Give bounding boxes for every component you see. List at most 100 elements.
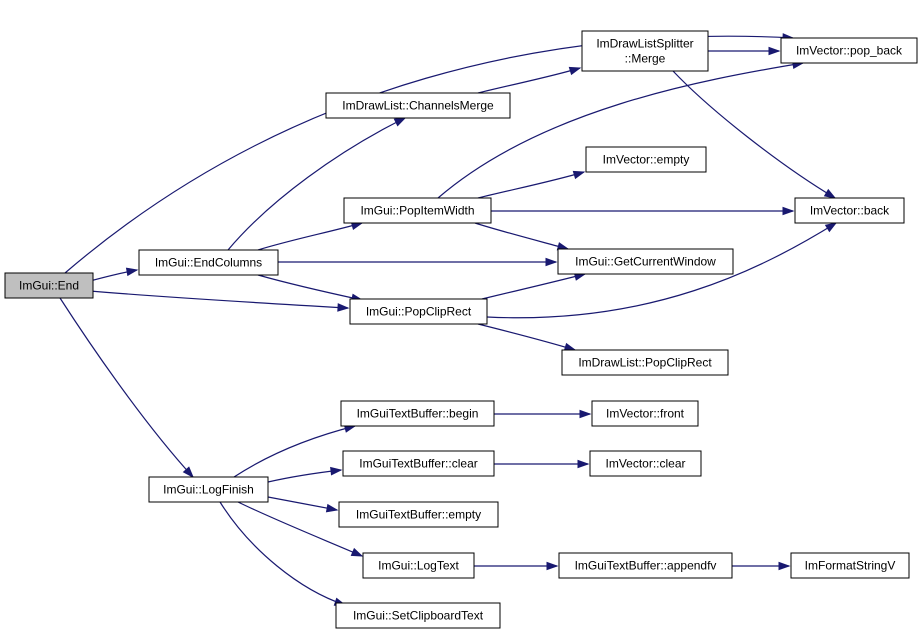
node-vec-clear[interactable]: ImVector::clear bbox=[589, 450, 702, 477]
node-getcurrentwindow[interactable]: ImGui::GetCurrentWindow bbox=[557, 248, 734, 275]
node-label: ImGuiTextBuffer::empty bbox=[356, 508, 481, 522]
node-label: ImGui::EndColumns bbox=[155, 256, 262, 270]
node-vec-popback[interactable]: ImVector::pop_back bbox=[780, 37, 918, 64]
node-box bbox=[780, 37, 918, 64]
node-box bbox=[589, 450, 702, 477]
edge-line bbox=[474, 222, 569, 250]
node-endcolumns[interactable]: ImGui::EndColumns bbox=[138, 249, 279, 276]
arrowhead bbox=[579, 409, 592, 419]
edge-line bbox=[233, 425, 356, 478]
edge-tb_appendfv-to-formatstringv bbox=[731, 561, 791, 571]
node-label: ImVector::clear bbox=[605, 457, 685, 471]
edge-tb_clear-to-vec_clear bbox=[493, 459, 590, 469]
node-box bbox=[342, 450, 495, 477]
edge-tb_begin-to-vec_front bbox=[493, 409, 592, 419]
node-box bbox=[148, 476, 269, 503]
edge-line bbox=[672, 70, 836, 199]
edge-line bbox=[257, 222, 363, 251]
node-tb-appendfv[interactable]: ImGuiTextBuffer::appendfv bbox=[558, 552, 733, 579]
arrowhead bbox=[337, 303, 350, 312]
node-label: ImGui::PopClipRect bbox=[366, 305, 472, 319]
arrowhead bbox=[768, 46, 781, 56]
node-box bbox=[325, 92, 511, 119]
node-tb-empty[interactable]: ImGuiTextBuffer::empty bbox=[338, 501, 499, 528]
arrowhead bbox=[125, 267, 139, 277]
edge-popcliprect_gui-to-vec_back bbox=[486, 222, 838, 319]
node-box bbox=[558, 552, 733, 579]
edge-logfinish-to-setclipboard bbox=[219, 501, 347, 606]
arrowhead bbox=[782, 206, 795, 216]
node-dl-popcliprect[interactable]: ImDrawList::PopClipRect bbox=[561, 349, 729, 376]
function-nodes: ImGui::End ImGui::EndColumnsImGui::LogFin… bbox=[4, 30, 918, 629]
edge-line bbox=[477, 171, 585, 199]
arrowhead bbox=[572, 170, 586, 180]
edge-line bbox=[267, 469, 342, 483]
edge-logfinish-to-logtext bbox=[237, 501, 364, 557]
edge-popcliprect_gui-to-dl_popcliprect bbox=[477, 323, 577, 352]
node-label: ImGui::LogText bbox=[378, 559, 459, 573]
arrowhead bbox=[393, 117, 407, 127]
node-label: ImVector::front bbox=[606, 407, 685, 421]
arrowhead bbox=[778, 561, 791, 571]
node-vec-empty[interactable]: ImVector::empty bbox=[585, 146, 707, 173]
edge-logtext-to-tb_appendfv bbox=[473, 561, 559, 571]
edge-popitemwidth-to-vec_back bbox=[490, 206, 795, 216]
node-vec-back[interactable]: ImVector::back bbox=[794, 197, 905, 224]
node-label: ImVector::pop_back bbox=[796, 44, 903, 58]
node-label: ImDrawList::PopClipRect bbox=[578, 356, 712, 370]
node-formatstringv[interactable]: ImFormatStringV bbox=[790, 552, 910, 579]
node-box bbox=[335, 602, 501, 629]
node-tb-clear[interactable]: ImGuiTextBuffer::clear bbox=[342, 450, 495, 477]
edge-popitemwidth-to-vec_empty bbox=[477, 170, 586, 199]
node-tb-begin[interactable]: ImGuiTextBuffer::begin bbox=[340, 400, 495, 427]
node-vec-front[interactable]: ImVector::front bbox=[591, 400, 699, 427]
node-box bbox=[362, 552, 475, 579]
node-popcliprect-gui[interactable]: ImGui::PopClipRect bbox=[349, 298, 488, 325]
node-label: ImGui::SetClipboardText bbox=[353, 609, 484, 623]
node-splitter-merge[interactable]: ImDrawListSplitter::Merge bbox=[581, 30, 709, 72]
node-label: ImGui::GetCurrentWindow bbox=[575, 255, 716, 269]
edge-endcolumns-to-popitemwidth bbox=[257, 221, 364, 251]
node-box bbox=[343, 197, 492, 224]
node-label: ImDrawList::ChannelsMerge bbox=[342, 99, 494, 113]
edge-endcolumns-to-channelsmerge bbox=[227, 117, 407, 251]
node-setclipboard[interactable]: ImGui::SetClipboardText bbox=[335, 602, 501, 629]
arrowhead bbox=[824, 222, 838, 233]
arrowhead bbox=[823, 188, 837, 199]
node-label: ImGui::LogFinish bbox=[163, 483, 254, 497]
node-label: ImGui::PopItemWidth bbox=[360, 204, 474, 218]
node-box bbox=[581, 30, 709, 72]
edge-end-to-popcliprect_gui bbox=[89, 290, 350, 312]
node-label: ImVector::back bbox=[810, 204, 890, 218]
edge-logfinish-to-tb_clear bbox=[267, 466, 343, 483]
call-edges bbox=[59, 33, 838, 606]
edge-popitemwidth-to-getcurrentwindow bbox=[474, 222, 570, 251]
edge-line bbox=[257, 274, 363, 301]
node-label: ImGuiTextBuffer::begin bbox=[357, 407, 479, 421]
node-box bbox=[557, 248, 734, 275]
node-channelsmerge[interactable]: ImDrawList::ChannelsMerge bbox=[325, 92, 511, 119]
arrowhead bbox=[350, 547, 364, 557]
edge-end-to-logfinish bbox=[59, 297, 194, 479]
node-box bbox=[4, 272, 94, 299]
edge-endcolumns-to-popcliprect_gui bbox=[257, 274, 364, 302]
node-logfinish[interactable]: ImGui::LogFinish bbox=[148, 476, 269, 503]
node-box bbox=[591, 400, 699, 427]
arrowhead bbox=[568, 66, 582, 76]
node-label: ImGuiTextBuffer::appendfv bbox=[575, 559, 717, 573]
node-logtext[interactable]: ImGui::LogText bbox=[362, 552, 475, 579]
node-label: ImGui::End bbox=[19, 279, 79, 293]
node-popitemwidth[interactable]: ImGui::PopItemWidth bbox=[343, 197, 492, 224]
arrowhead bbox=[546, 561, 559, 571]
node-end[interactable]: ImGui::End bbox=[4, 272, 94, 299]
node-label: ::Merge bbox=[625, 52, 666, 66]
edge-popcliprect_gui-to-getcurrentwindow bbox=[481, 272, 587, 300]
node-box bbox=[349, 298, 488, 325]
edge-line bbox=[477, 67, 581, 94]
node-box bbox=[585, 146, 707, 173]
edge-endcolumns-to-getcurrentwindow bbox=[278, 257, 558, 267]
arrowhead bbox=[182, 466, 194, 479]
node-box bbox=[561, 349, 729, 376]
node-label: ImGuiTextBuffer::clear bbox=[359, 457, 478, 471]
